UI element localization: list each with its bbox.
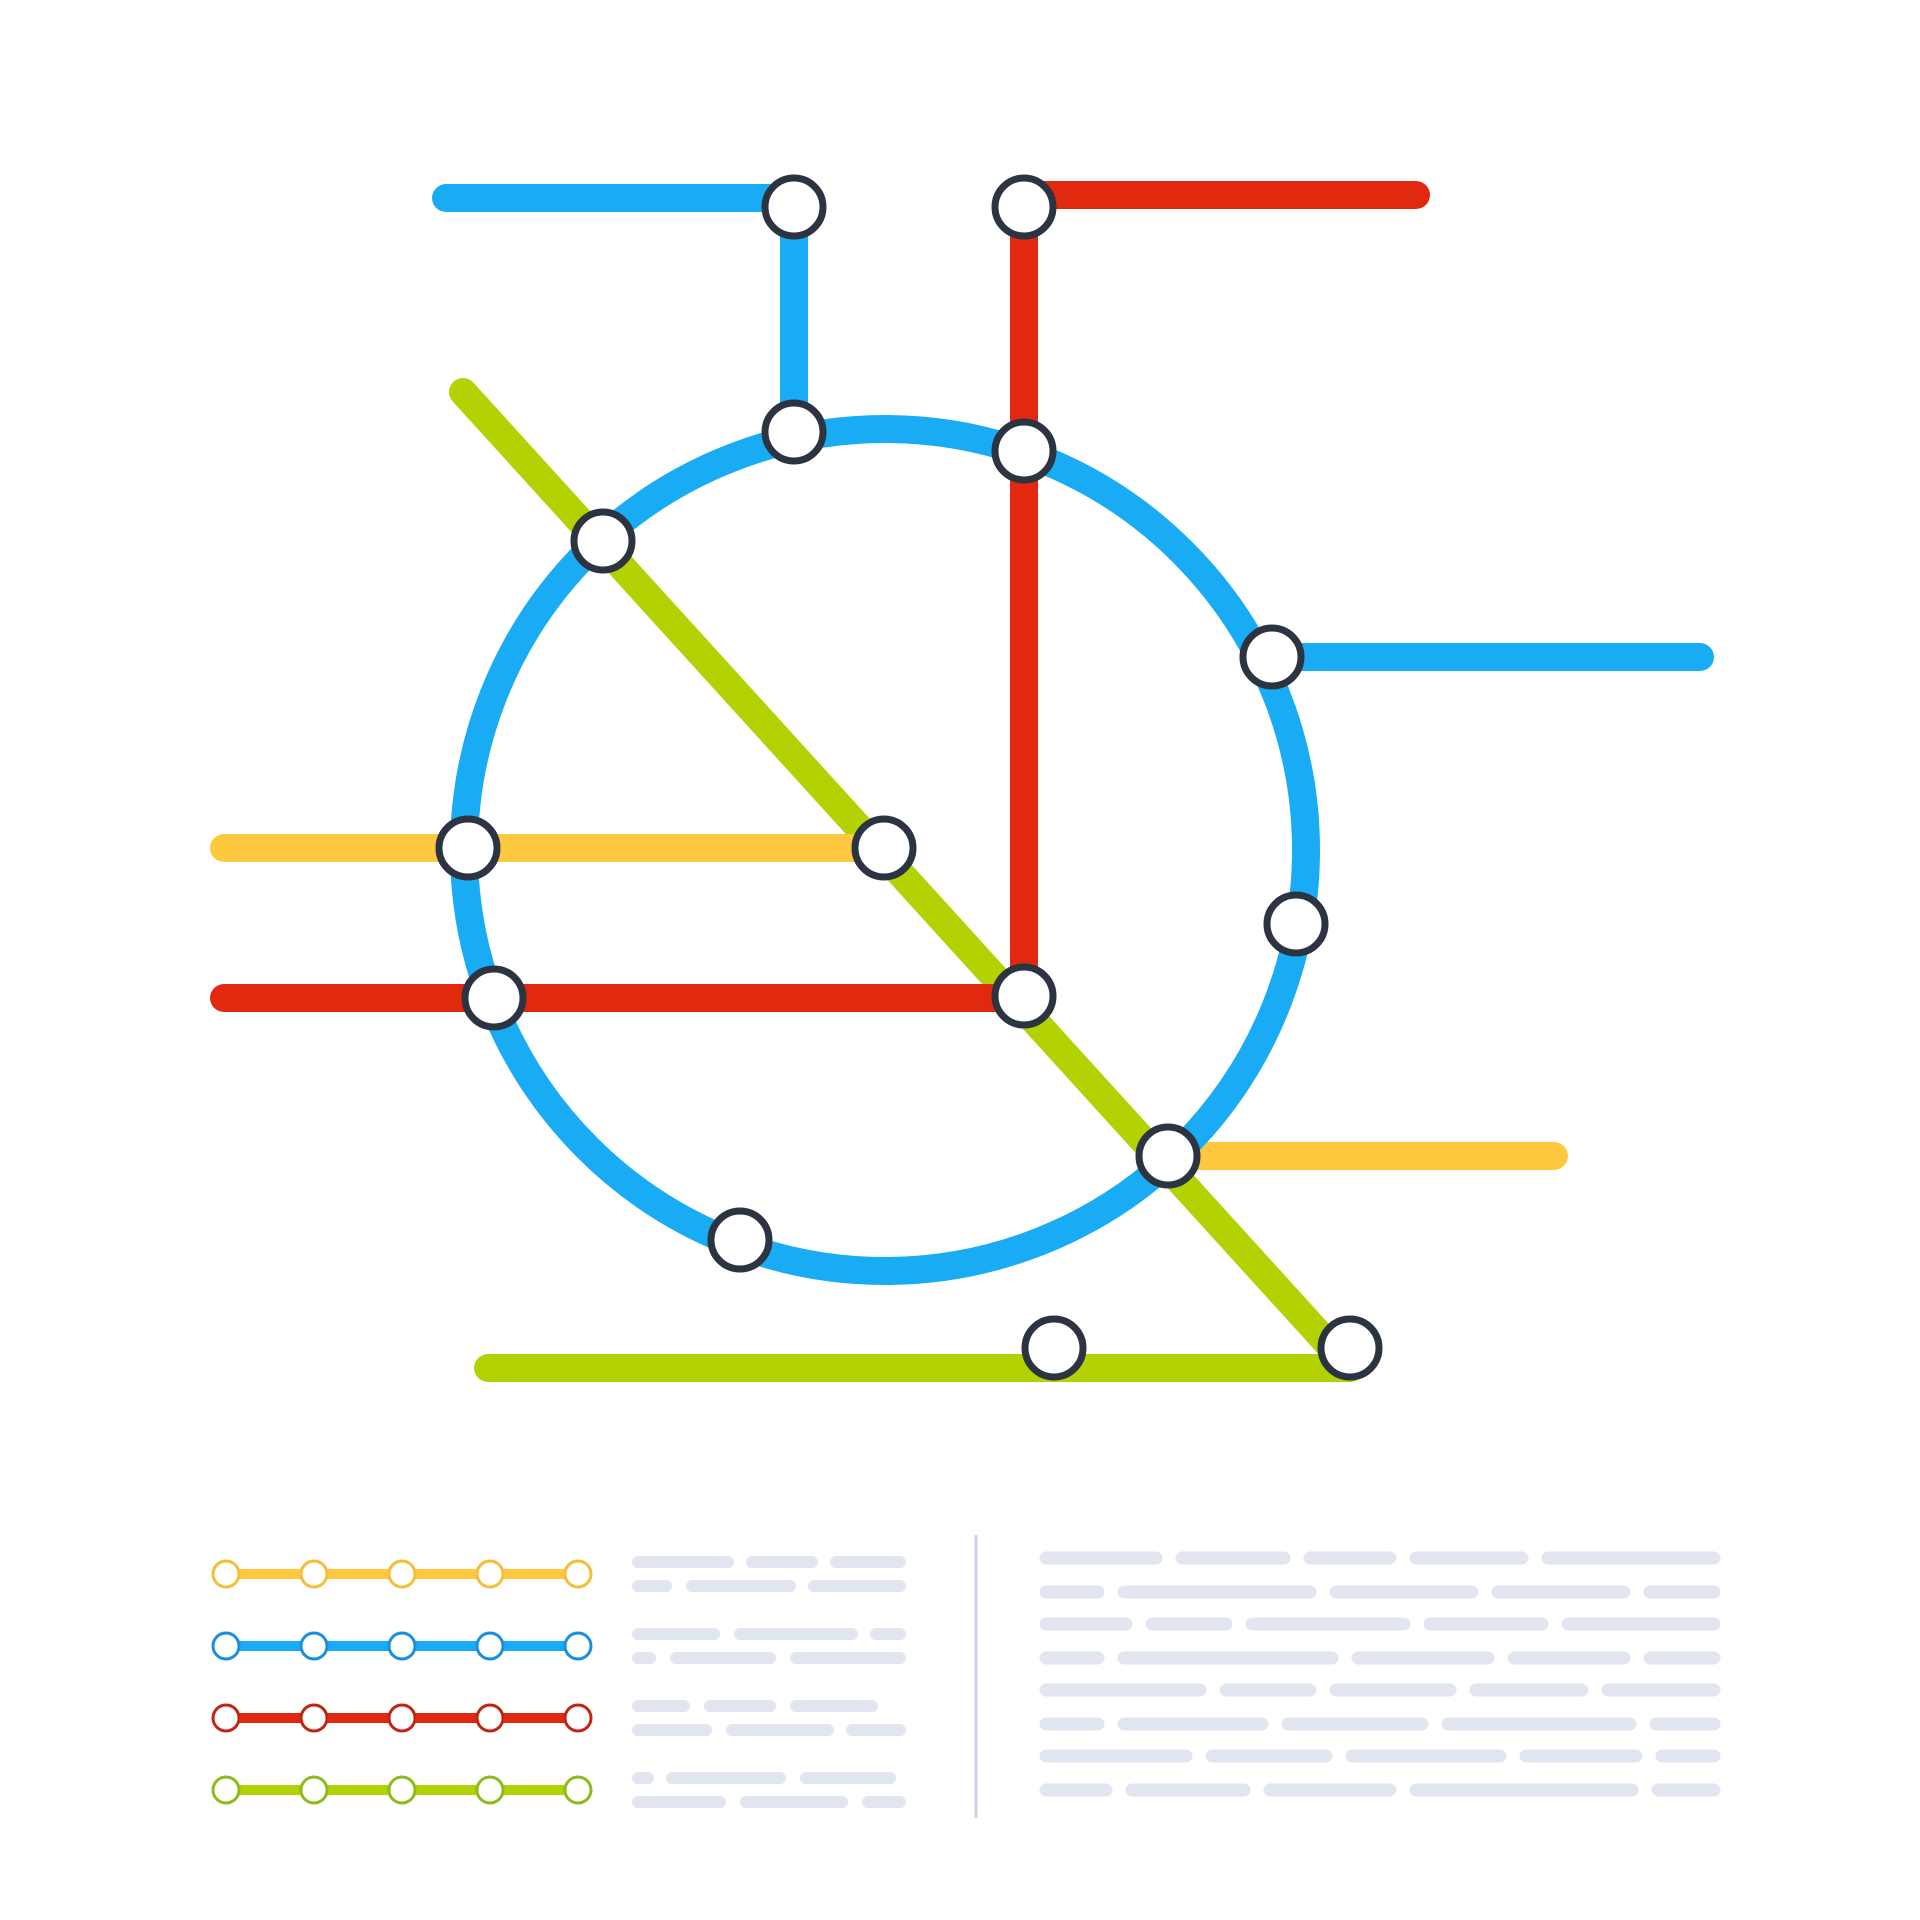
legend-row-blue xyxy=(211,1631,593,1661)
legend-station xyxy=(563,1703,593,1733)
legend-station xyxy=(475,1775,505,1805)
station[interactable] xyxy=(851,815,917,881)
legend-station xyxy=(299,1703,329,1733)
station[interactable] xyxy=(991,963,1057,1029)
legend-station xyxy=(563,1775,593,1805)
station[interactable] xyxy=(1317,1315,1383,1381)
legend-row-green xyxy=(211,1775,593,1805)
station[interactable] xyxy=(435,815,501,881)
legend-station xyxy=(387,1703,417,1733)
station[interactable] xyxy=(1239,624,1305,690)
legend-station xyxy=(563,1631,593,1661)
legend-station xyxy=(563,1559,593,1589)
legend-station xyxy=(387,1559,417,1589)
station[interactable] xyxy=(707,1207,773,1273)
legend-station xyxy=(387,1631,417,1661)
legend-station xyxy=(299,1559,329,1589)
legend-row-yellow xyxy=(211,1559,593,1589)
station[interactable] xyxy=(570,508,636,574)
station[interactable] xyxy=(1135,1123,1201,1189)
legend xyxy=(211,1559,593,1805)
station[interactable] xyxy=(761,399,827,465)
legend-row-red xyxy=(211,1703,593,1733)
legend-station xyxy=(211,1559,241,1589)
station[interactable] xyxy=(991,174,1057,240)
blue-line-north xyxy=(432,184,808,446)
legend-text-placeholder xyxy=(632,1556,906,1808)
legend-station xyxy=(211,1775,241,1805)
legend-station xyxy=(475,1703,505,1733)
route-lines xyxy=(210,181,1714,1382)
station[interactable] xyxy=(1263,891,1329,957)
body-text-placeholder xyxy=(1039,1551,1721,1797)
station[interactable] xyxy=(1021,1315,1087,1381)
station[interactable] xyxy=(761,174,827,240)
legend-station xyxy=(475,1631,505,1661)
legend-station xyxy=(211,1631,241,1661)
legend-station xyxy=(299,1631,329,1661)
legend-station xyxy=(211,1703,241,1733)
legend-station xyxy=(475,1559,505,1589)
legend-station xyxy=(387,1775,417,1805)
stations xyxy=(435,174,1383,1381)
station[interactable] xyxy=(991,418,1057,484)
legend-station xyxy=(299,1775,329,1805)
station[interactable] xyxy=(461,965,527,1031)
